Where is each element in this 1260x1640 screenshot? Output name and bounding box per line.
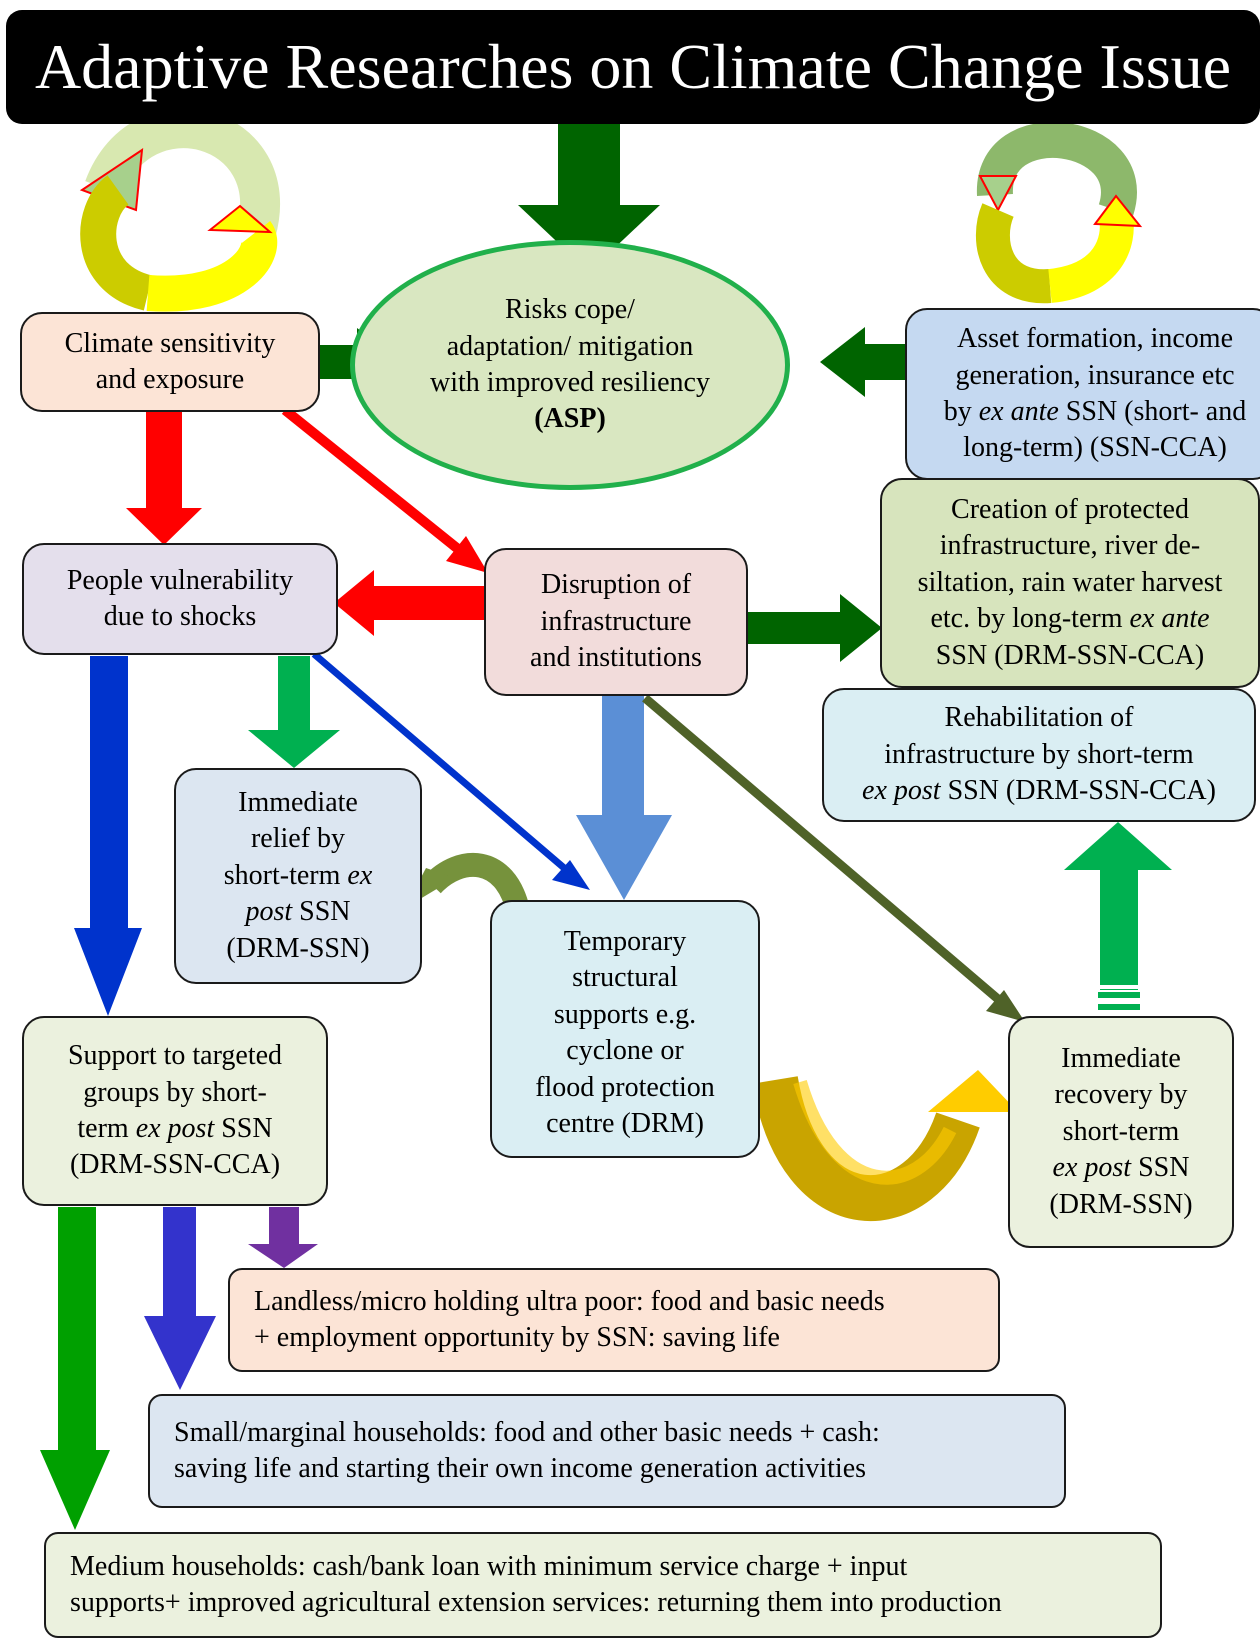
node-temporary-supports: Temporary structural supports e.g. cyclo… xyxy=(490,900,760,1158)
cycle-icon-right xyxy=(975,121,1143,304)
node-immediate-relief: Immediate relief by short-term ex post S… xyxy=(174,768,422,984)
node-rehabilitation: Rehabilitation of infrastructure by shor… xyxy=(822,688,1256,822)
arrow-disruption-to-creation xyxy=(748,594,882,662)
diagram-title: Adaptive Researches on Climate Change Is… xyxy=(6,10,1260,124)
arrow-recovery-to-rehab xyxy=(1064,822,1172,1010)
node-people-vulnerability: People vulnerability due to shocks xyxy=(22,543,338,655)
arrow-disruption-to-recovery xyxy=(642,694,1025,1022)
node-disruption: Disruption of infrastructure and institu… xyxy=(484,548,748,696)
arrow-people-to-support xyxy=(74,656,142,1016)
arrow-support-to-landless xyxy=(248,1207,318,1268)
cycle-icon-left xyxy=(79,108,281,312)
arrow-support-to-medium xyxy=(40,1207,110,1530)
node-medium-households: Medium households: cash/bank loan with m… xyxy=(44,1532,1162,1638)
arrow-people-to-temporary xyxy=(311,651,590,890)
arrow-climate-to-people xyxy=(126,412,202,545)
node-landless-ultra-poor: Landless/micro holding ultra poor: food … xyxy=(228,1268,1000,1372)
arrow-title-to-oval xyxy=(518,124,660,272)
node-immediate-recovery: Immediate recovery by short-term ex post… xyxy=(1008,1016,1234,1248)
node-support-targeted-groups: Support to targeted groups by short- ter… xyxy=(22,1016,328,1206)
node-small-marginal-households: Small/marginal households: food and othe… xyxy=(148,1394,1066,1508)
arrow-disruption-to-temporary xyxy=(576,695,672,900)
node-climate-sensitivity: Climate sensitivity and exposure xyxy=(20,312,320,412)
arrow-disruption-to-people xyxy=(334,570,484,636)
arrow-temporary-to-recovery xyxy=(752,1070,1018,1222)
arrow-climate-to-disruption xyxy=(281,406,488,573)
node-asset-formation: Asset formation, income generation, insu… xyxy=(905,308,1260,480)
arrow-asset-to-oval xyxy=(820,327,905,397)
node-creation-infrastructure: Creation of protected infrastructure, ri… xyxy=(880,478,1260,688)
arrow-people-to-relief xyxy=(248,656,340,768)
node-risks-asp: Risks cope/ adaptation/ mitigation with … xyxy=(350,240,790,490)
arrow-support-to-small xyxy=(144,1207,216,1390)
